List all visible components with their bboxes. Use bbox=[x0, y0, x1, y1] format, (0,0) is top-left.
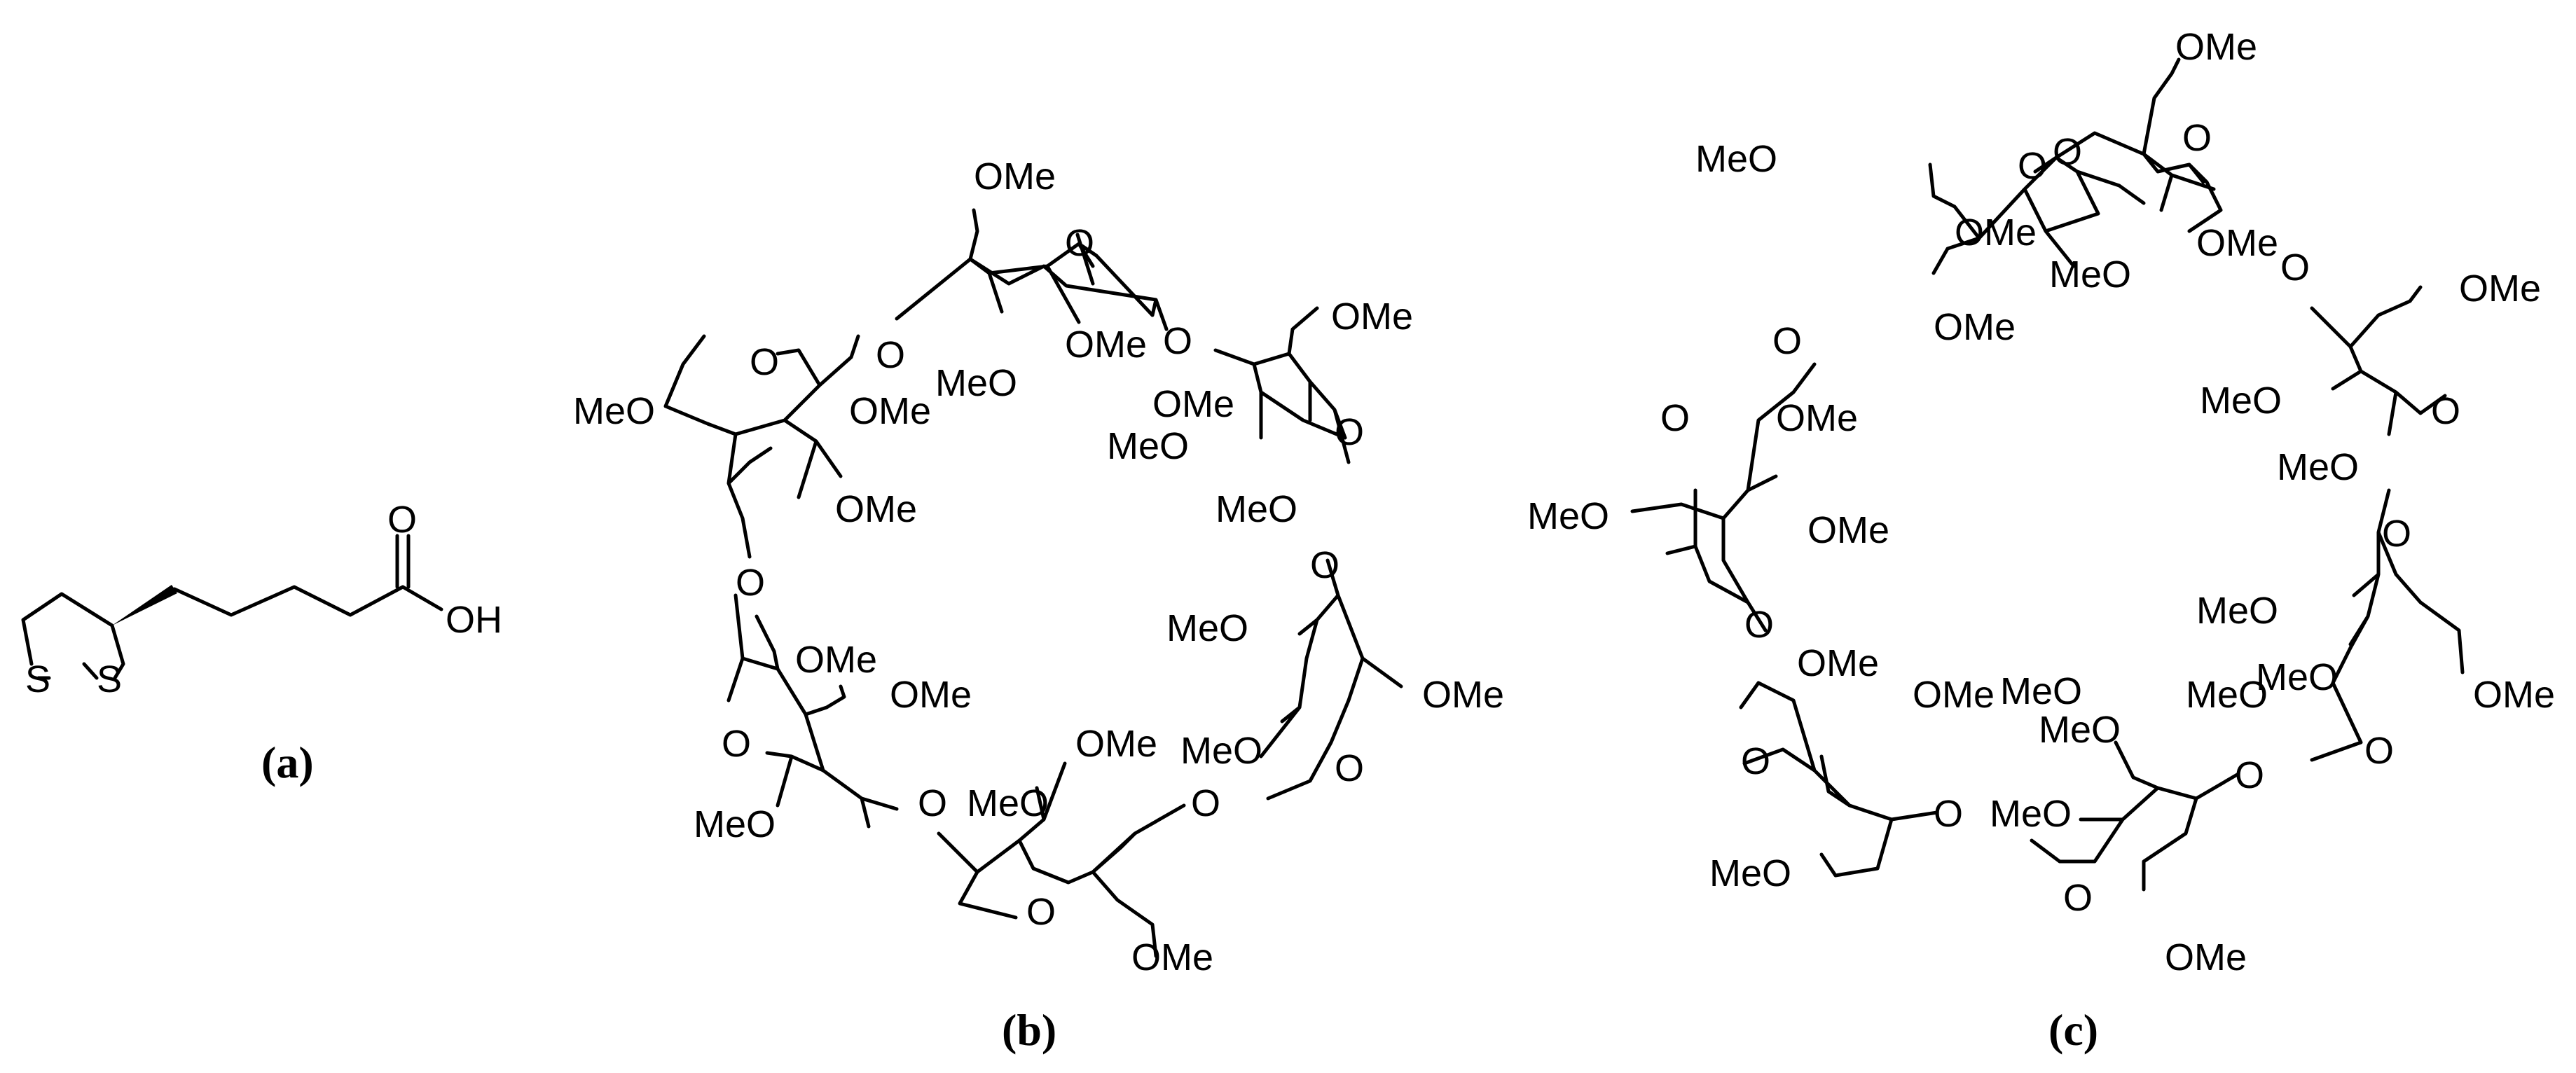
substituent-b-14: OMe bbox=[1131, 936, 1213, 978]
ring-oxygen-b-3: O bbox=[1335, 747, 1364, 789]
sulfur-right-label: S bbox=[97, 658, 122, 700]
ring-oxygen-c-2: O bbox=[2182, 117, 2212, 159]
substituent-c-13: OMe bbox=[2473, 674, 2555, 716]
bridge-oxygen-c-6: O bbox=[1744, 604, 1774, 646]
unit-b4-bonds bbox=[937, 761, 1186, 958]
ring-oxygen-b-5: O bbox=[722, 723, 751, 765]
bridge-oxygen-c-5: O bbox=[1934, 793, 1963, 835]
ring-oxygen-c-6: O bbox=[1741, 740, 1770, 782]
substituent-b-6: OMe bbox=[835, 488, 917, 530]
ring-oxygen-b-1: O bbox=[1065, 222, 1094, 264]
substituent-c-1: MeO bbox=[1695, 138, 1777, 180]
substituent-c-6: OMe bbox=[2459, 268, 2541, 310]
unit-b6-bonds bbox=[663, 334, 860, 559]
structure-b: OMe OMe OMe MeO OMe MeO OMe MeO MeO MeO … bbox=[573, 155, 1504, 1055]
substituent-c-4: OMe bbox=[1934, 306, 2016, 348]
substituent-b-12: MeO bbox=[967, 782, 1049, 824]
unit-c2-bonds bbox=[2054, 57, 2223, 233]
ring-oxygen-c-1: O bbox=[2053, 131, 2082, 173]
ring-oxygen-b-6: O bbox=[750, 341, 779, 383]
structure-a: O OH S S (a) bbox=[21, 499, 502, 787]
substituent-c-9: OMe bbox=[1776, 397, 1858, 439]
bridge-oxygen-c-2: O bbox=[2280, 247, 2310, 289]
stereo-wedge-bond bbox=[112, 585, 177, 625]
substituent-c-0: OMe bbox=[2175, 26, 2257, 68]
substituent-c-10: MeO bbox=[1527, 495, 1609, 537]
substituent-b-8: MeO bbox=[1215, 488, 1297, 530]
bridge-oxygen-c-1: O bbox=[2018, 145, 2047, 187]
carbonyl-oxygen-label: O bbox=[387, 499, 417, 541]
ring-oxygen-b-2: O bbox=[1335, 411, 1364, 453]
unit-c7-bonds bbox=[1630, 362, 1817, 632]
bridge-oxygen-b-1: O bbox=[876, 334, 905, 376]
ring-oxygen-c-3: O bbox=[2431, 390, 2460, 432]
unit-b5-bonds bbox=[726, 593, 899, 829]
substituent-c-21: MeO bbox=[1709, 852, 1791, 894]
substituent-b-16: OMe bbox=[890, 674, 972, 716]
panel-label-c: (c) bbox=[2048, 1005, 2098, 1055]
bridge-oxygen-b-4: O bbox=[1191, 782, 1220, 824]
substituent-c-17: MeO bbox=[1990, 793, 2072, 835]
bridge-oxygen-c-4: O bbox=[2235, 754, 2264, 796]
unit-b1-bonds bbox=[895, 208, 1169, 331]
substituent-b-5: MeO bbox=[573, 390, 655, 432]
pentanoic-chain-bonds bbox=[172, 585, 405, 617]
substituent-b-10: OMe bbox=[1422, 674, 1504, 716]
substituent-c-3: MeO bbox=[2049, 254, 2131, 296]
substituent-c-2: OMe bbox=[1955, 212, 2037, 254]
dithiolane-ring-bonds bbox=[21, 592, 125, 680]
hydroxyl-label: OH bbox=[446, 599, 502, 641]
substituent-b-19: OMe bbox=[1152, 383, 1234, 425]
ring-oxygen-b-4: O bbox=[1026, 891, 1056, 933]
unit-c5-bonds bbox=[2030, 740, 2240, 892]
substituent-b-2: OMe bbox=[1065, 324, 1147, 366]
substituent-b-11: MeO bbox=[1180, 730, 1262, 772]
carbonyl-double-bond bbox=[395, 534, 411, 589]
unit-c4-bonds bbox=[2310, 488, 2465, 762]
substituent-c-11: OMe bbox=[1807, 509, 1889, 551]
bridge-oxygen-b-3: O bbox=[1310, 544, 1339, 586]
substituent-b-3: MeO bbox=[935, 362, 1017, 404]
ring-oxygen-c-7: O bbox=[1660, 397, 1690, 439]
bridge-oxygen-b-5: O bbox=[918, 782, 947, 824]
substituent-b-0: OMe bbox=[974, 155, 1056, 198]
substituent-c-16: MeO bbox=[2039, 709, 2121, 751]
carboxyl-single-bond bbox=[401, 585, 443, 611]
unit-c3-bonds bbox=[2310, 285, 2447, 436]
substituent-c-18: OMe bbox=[1913, 674, 1995, 716]
substituent-c-7: MeO bbox=[2200, 380, 2282, 422]
unit-c1-bonds bbox=[1928, 155, 2146, 275]
sulfur-left-label: S bbox=[25, 658, 50, 700]
substituent-b-1: OMe bbox=[1331, 296, 1413, 338]
ring-oxygen-c-5: O bbox=[2063, 877, 2093, 919]
bridge-oxygen-c-7: O bbox=[1772, 320, 1802, 362]
substituent-c-8: MeO bbox=[2277, 446, 2359, 488]
substituent-c-15: MeO bbox=[2186, 674, 2268, 716]
substituent-b-13: OMe bbox=[1075, 723, 1157, 765]
unit-b3-bonds bbox=[1259, 558, 1403, 801]
bridge-oxygen-b-2: O bbox=[1163, 320, 1192, 362]
panel-label-a: (a) bbox=[261, 738, 314, 787]
substituent-b-18: MeO bbox=[694, 803, 776, 845]
substituent-c-5: OMe bbox=[2196, 222, 2278, 264]
substituent-b-4: OMe bbox=[849, 390, 931, 432]
substituent-c-19: OMe bbox=[2165, 936, 2247, 978]
panel-label-b: (b) bbox=[1002, 1005, 1056, 1055]
bridge-oxygen-c-3: O bbox=[2382, 513, 2411, 555]
substituent-b-15: OMe bbox=[795, 639, 877, 681]
substituent-b-9: MeO bbox=[1166, 607, 1248, 649]
substituent-b-7: MeO bbox=[1107, 425, 1189, 467]
structure-c: OMe MeO OMe MeO OMe OMe OMe MeO MeO OMe … bbox=[1527, 26, 2555, 1055]
bridge-oxygen-b-6: O bbox=[736, 562, 765, 604]
unit-b2-bonds bbox=[1213, 306, 1351, 464]
substituent-c-24: MeO bbox=[2256, 656, 2338, 698]
unit-c6-bonds bbox=[1739, 681, 1939, 878]
substituent-c-22: MeO bbox=[2000, 670, 2082, 712]
ring-oxygen-c-4: O bbox=[2364, 730, 2394, 772]
substituent-c-12: MeO bbox=[2196, 590, 2278, 632]
substituent-c-14: OMe bbox=[1797, 642, 1879, 684]
